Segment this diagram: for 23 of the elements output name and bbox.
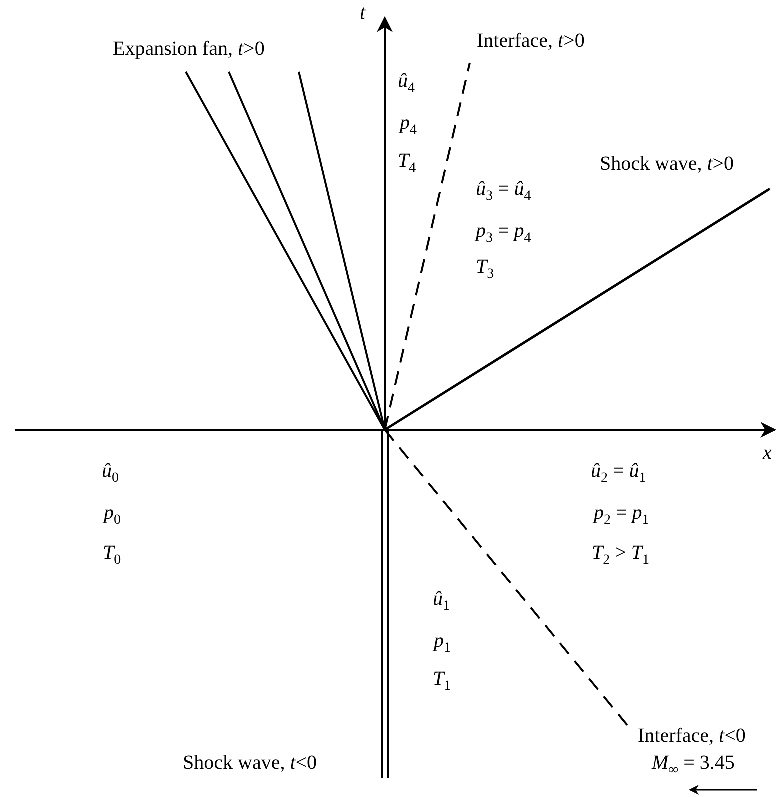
wave-label: Expansion fan, t>0 [113,38,265,60]
state-variable: T$_{1}$ [433,668,452,694]
state-variable: T$_{0}$ [103,542,122,568]
state-variable: T$_{4}$ [398,150,416,176]
state-variable: û$_{0}$ [102,460,119,486]
state-variable: p$_{4}$ [400,112,417,138]
state-equation: û$_{3}$ = û$_{4}$ [476,178,532,204]
axis-label: x [763,442,772,464]
mach-number-label: M$_{∞}$ = 3.45 [652,752,735,778]
state-variable: û$_{4}$ [398,70,415,96]
state-variable: û$_{1}$ [433,588,450,614]
state-equation: T$_{2}$ > T$_{1}$ [592,542,650,568]
state-equation: p$_{3}$ = p$_{4}$ [476,220,532,246]
wave-label: Shock wave, t>0 [600,153,734,175]
wave-label: Interface, t>0 [477,30,585,52]
wave-label: Interface, t<0 [638,725,746,747]
wave-label: Shock wave, t<0 [183,752,318,774]
state-equation: p$_{2}$ = p$_{1}$ [594,502,650,528]
axis-label: t [360,2,366,24]
state-variable: p$_{1}$ [434,630,451,656]
state-variable: p$_{0}$ [104,502,121,528]
state-variable: T$_{3}$ [476,256,494,282]
state-equation: û$_{2}$ = û$_{1}$ [591,460,646,486]
